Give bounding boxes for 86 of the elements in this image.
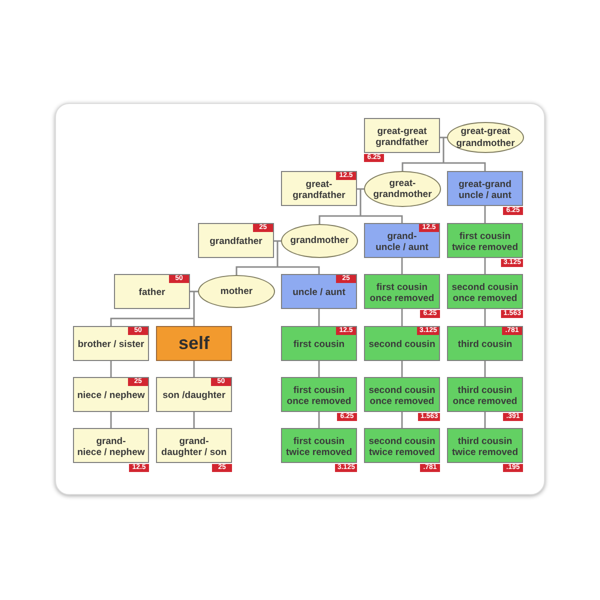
relative-box — [364, 326, 440, 361]
relative-box — [281, 171, 357, 206]
connector-line — [442, 138, 444, 163]
connector-line — [278, 266, 320, 274]
relative-label: second cousin once removed — [368, 384, 436, 408]
relative-box — [364, 118, 440, 153]
relative-box — [73, 428, 149, 463]
connector-line — [193, 361, 195, 377]
connector-line — [110, 361, 112, 377]
relative-label: grand- daughter / son — [160, 436, 228, 458]
relative-label: third cousin twice removed — [451, 436, 519, 458]
connector-line — [444, 162, 486, 171]
relative-box — [447, 223, 523, 258]
relative-label: great- grandmother — [372, 178, 433, 200]
relative-label: first cousin once removed — [286, 384, 352, 408]
relative-label: brother / sister — [76, 339, 146, 351]
relative-label: third cousin once removed — [452, 384, 518, 408]
connector-line — [318, 309, 320, 326]
relative-box — [364, 377, 440, 412]
relative-box — [281, 274, 357, 309]
relative-box — [73, 377, 149, 412]
connector-line — [193, 292, 195, 318]
connector-line — [484, 412, 486, 428]
relative-box — [364, 223, 440, 258]
connector-line — [357, 188, 360, 190]
relative-label: great-grand uncle / aunt — [458, 178, 512, 202]
connector-line — [401, 361, 403, 377]
connector-line — [110, 318, 194, 326]
self-box — [156, 326, 232, 361]
relative-box — [114, 274, 190, 309]
connector-line — [484, 361, 486, 377]
relative-label: uncle / aunt — [292, 287, 346, 299]
connector-line — [484, 206, 486, 223]
relative-label: great-great grandmother — [455, 126, 516, 149]
connector-line — [276, 241, 278, 267]
relative-box — [281, 326, 357, 361]
relative-label: grandfather — [208, 236, 264, 248]
relative-box — [73, 326, 149, 361]
connector-line — [360, 189, 362, 216]
relative-box — [156, 377, 232, 412]
connector-line — [402, 162, 444, 171]
relative-label: grand- uncle / aunt — [374, 230, 430, 254]
connector-line — [401, 412, 403, 428]
relative-label: great-great grandfather — [374, 126, 430, 148]
connector-line — [193, 412, 195, 428]
relative-label: first cousin twice removed — [285, 436, 353, 458]
connector-line — [484, 309, 486, 326]
relative-box — [281, 428, 357, 463]
relative-box — [156, 428, 232, 463]
connector-line — [236, 266, 278, 275]
relative-label: great- grandfather — [292, 178, 346, 202]
relative-box — [447, 171, 523, 206]
relative-label: grand- niece / nephew — [76, 436, 146, 458]
relative-label: father — [138, 287, 166, 299]
relative-box — [364, 274, 440, 309]
connector-line — [484, 258, 486, 274]
relative-label: second cousin — [368, 339, 436, 351]
connector-line — [401, 309, 403, 326]
relative-label: third cousin — [456, 339, 514, 351]
relative-label: first cousin once removed — [368, 282, 436, 304]
relative-box — [198, 223, 274, 258]
relative-label: self — [177, 332, 211, 354]
connector-line — [440, 136, 444, 138]
relative-label: second cousin once removed — [450, 282, 520, 304]
relative-box — [447, 377, 523, 412]
connector-line — [318, 361, 320, 377]
connector-line — [274, 240, 278, 242]
relative-label: son /daughter — [162, 390, 226, 402]
connector-line — [193, 318, 195, 326]
relative-label: grandmother — [289, 235, 350, 247]
relative-label: mother — [219, 286, 254, 298]
connector-line — [360, 215, 403, 223]
relative-label: first cousin — [292, 339, 346, 351]
connector-line — [190, 290, 194, 292]
relative-box — [447, 428, 523, 463]
connector-line — [110, 412, 112, 428]
relative-box — [281, 377, 357, 412]
relative-box — [447, 326, 523, 361]
connector-line — [318, 412, 320, 428]
connector-line — [401, 258, 403, 274]
relative-label: second cousin twice removed — [368, 436, 436, 458]
relative-label: first cousin twice removed — [451, 230, 519, 254]
relative-box — [364, 428, 440, 463]
connector-line — [318, 215, 360, 224]
relative-box — [447, 274, 523, 309]
relative-label: niece / nephew — [76, 390, 146, 402]
